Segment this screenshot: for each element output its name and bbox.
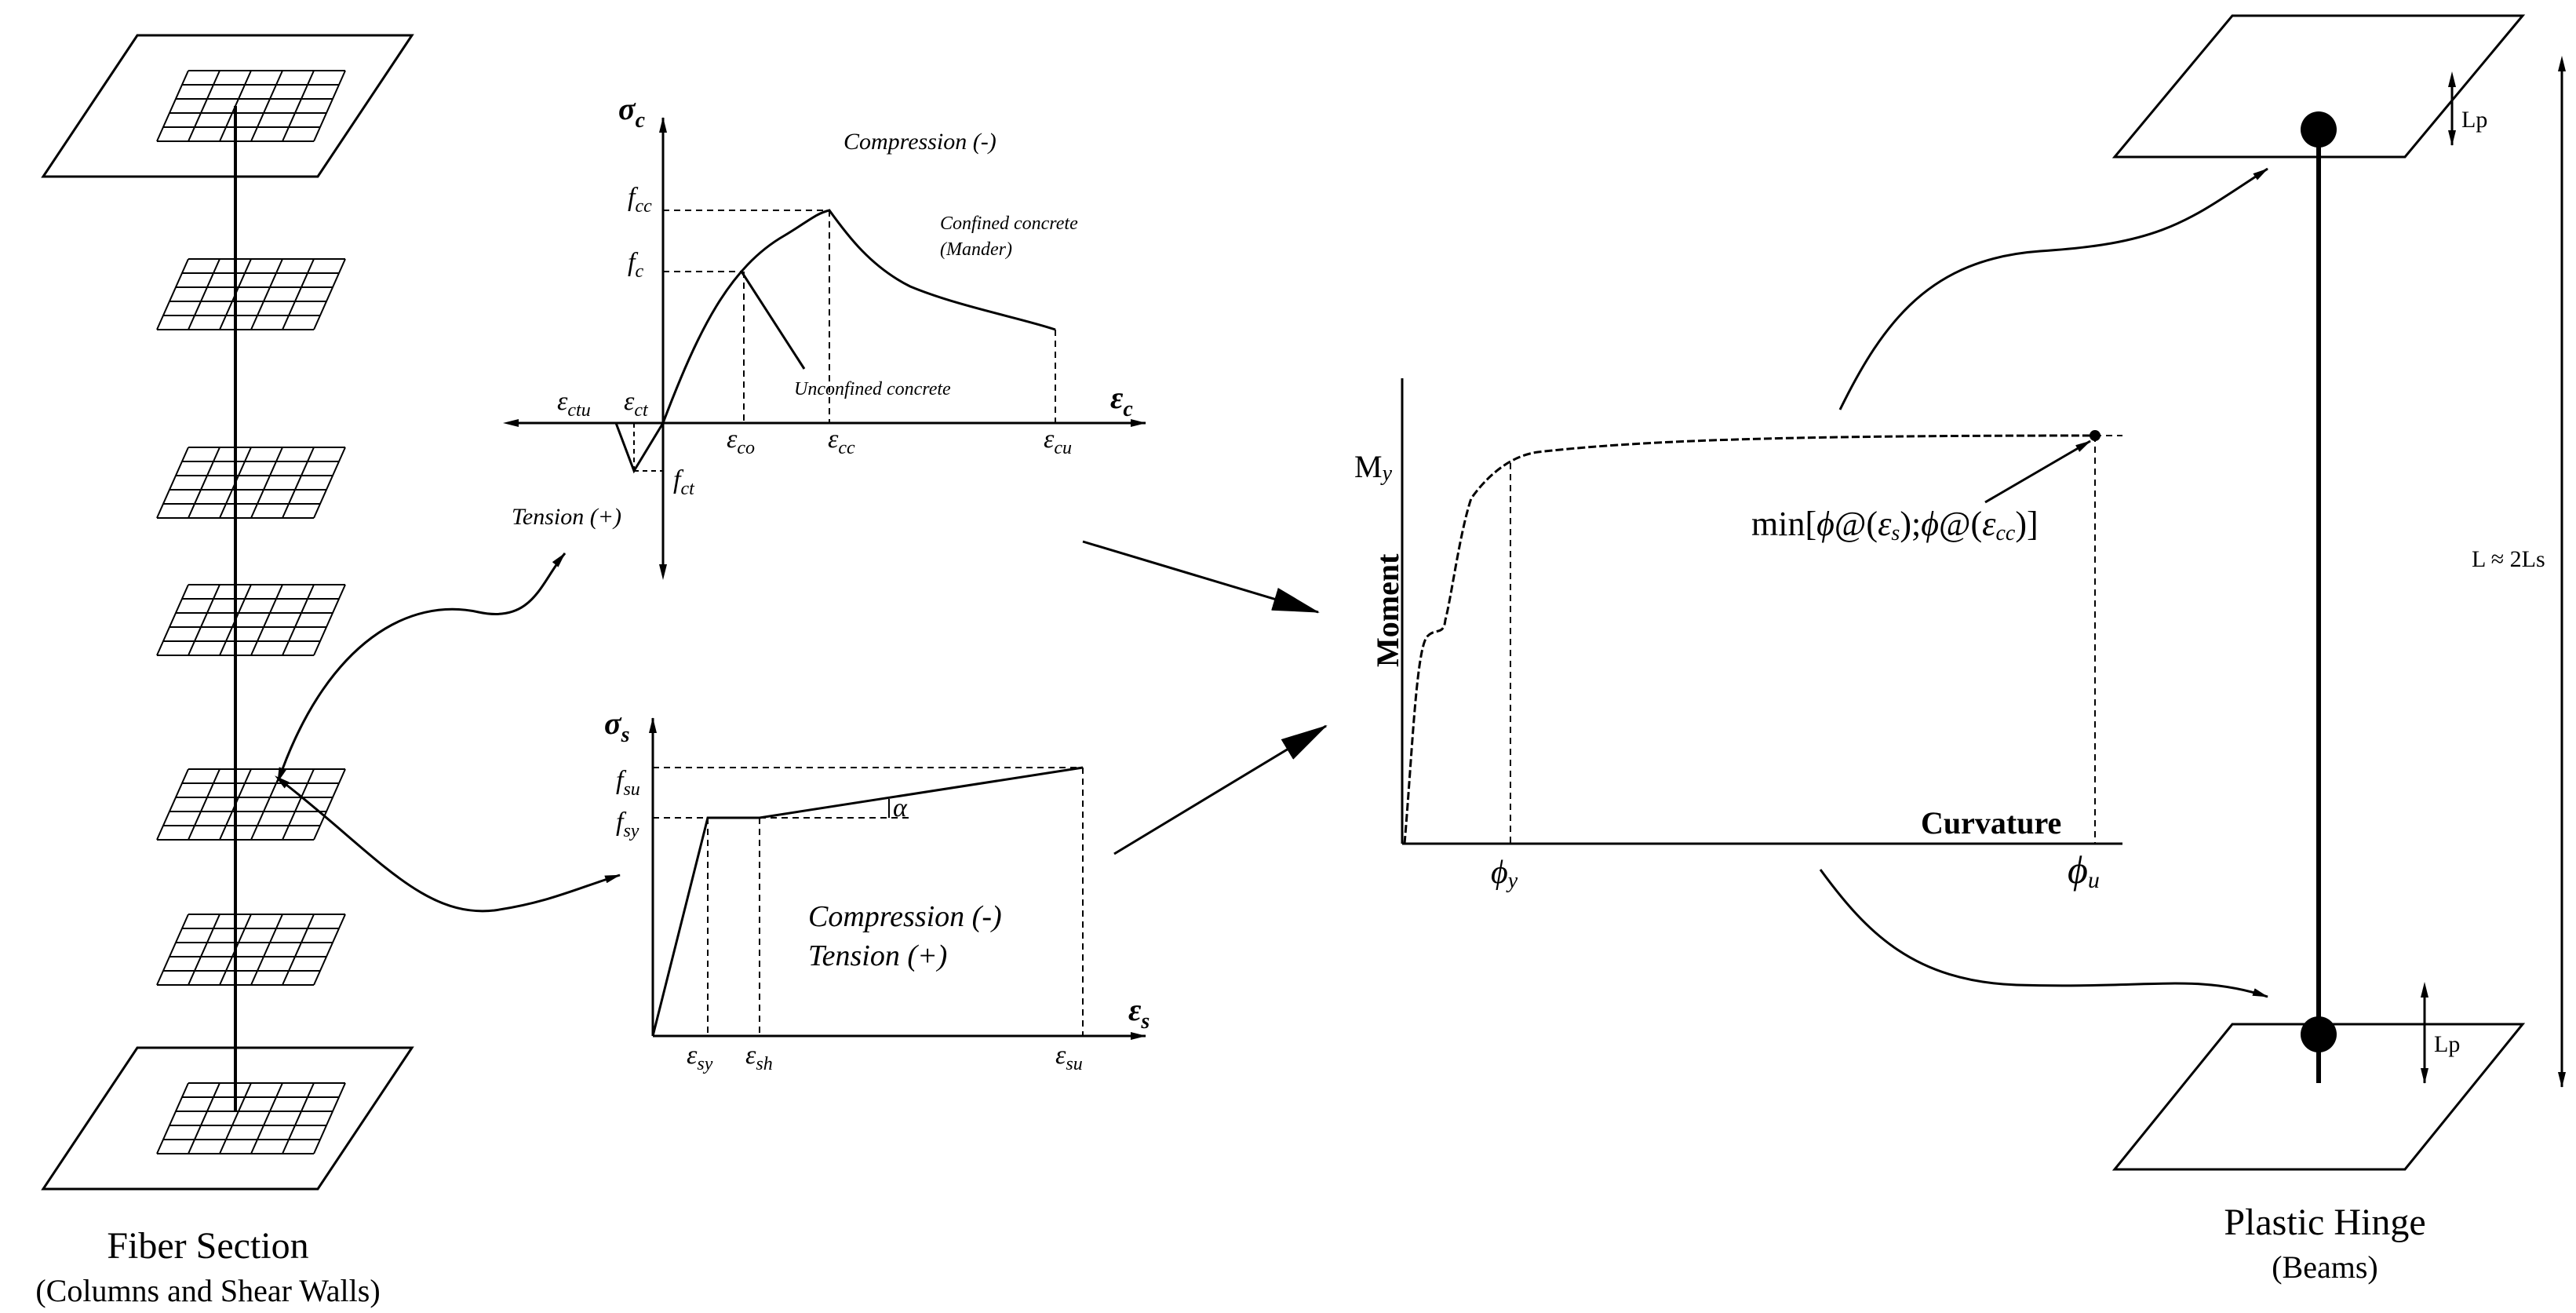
steel-alpha-label: α (893, 793, 908, 822)
mc-ultimate-point (2090, 430, 2101, 441)
fiber-grid-3 (156, 447, 346, 519)
hinge-title: Plastic Hinge (2224, 1202, 2425, 1243)
fiber-bottom-plate (41, 1046, 414, 1191)
fiber-grid-2 (156, 258, 346, 330)
concrete-confined-label-2: (Mander) (940, 239, 1012, 260)
concrete-fcc-label: fcc (628, 183, 652, 217)
mc-my-label: My (1354, 449, 1393, 486)
mc-x-label: Curvature (1921, 805, 2061, 841)
hinge-length-label: L ≈ 2Ls (2472, 546, 2545, 572)
concrete-unconfined-label: Unconfined concrete (794, 379, 951, 399)
steel-fsy-label: fsy (616, 808, 639, 841)
concrete-compression-label: Compression (-) (843, 129, 997, 155)
arrow-concrete-to-moment (1082, 540, 1320, 614)
mc-phiu-label: ϕu (2068, 848, 2100, 893)
fiber-grid-6 (156, 914, 346, 986)
concrete-unconfined-curve (740, 271, 806, 370)
steel-x-label: εs (1128, 992, 1150, 1034)
concrete-fct-label: fct (673, 465, 695, 499)
concrete-ectu-label: εctu (557, 387, 591, 421)
mc-y-label: Moment (1370, 553, 1405, 667)
fiber-grid-7 (156, 1082, 346, 1154)
steel-curve-group: σs εs fsu fsy α Compression (-) Tension … (604, 706, 1150, 1074)
concrete-fc-label: fc (628, 248, 643, 282)
concrete-ecc-label: εcc (828, 425, 855, 458)
steel-esy-label: εsy (687, 1041, 713, 1074)
hinge-subtitle: (Beams) (2272, 1249, 2378, 1285)
steel-esh-label: εsh (745, 1041, 773, 1074)
concrete-x-label: εc (1110, 380, 1133, 421)
mc-annotation-arrow (1984, 439, 2091, 504)
concrete-curve-group: σc εc Compression (-) Tension (+) Confin… (503, 91, 1146, 580)
connector-fiber-to-concrete (277, 553, 567, 783)
fiber-section: Fiber Section (Columns and Shear Walls) (35, 34, 414, 1308)
fiber-grids (41, 34, 414, 1191)
plastic-hinge: Lp Lp L ≈ 2Ls Plastic Hinge (Beams) (2111, 14, 2566, 1285)
concrete-ect-label: εct (624, 387, 649, 421)
connector-fiber-to-steel (275, 775, 621, 913)
concrete-y-label: σc (618, 91, 646, 133)
connector-mc-to-top-hinge (1838, 167, 2268, 410)
hinge-lp-top-label: Lp (2461, 107, 2487, 133)
steel-tension-label: Tension (+) (808, 939, 947, 972)
mc-annotation-label: min[ϕ@(εs);ϕ@(εcc)] (1751, 505, 2039, 545)
fiber-grid-5 (156, 768, 346, 841)
concrete-ecu-label: εcu (1044, 425, 1072, 458)
concrete-tension-curve (614, 422, 665, 474)
concrete-confined-label-1: Confined concrete (940, 213, 1078, 234)
hinge-top-plate (2111, 14, 2526, 159)
fiber-title: Fiber Section (107, 1225, 308, 1267)
concrete-tension-label: Tension (+) (512, 504, 621, 530)
arrow-steel-to-moment (1113, 724, 1328, 855)
concrete-eco-label: εco (727, 425, 755, 458)
hinge-lp-bottom-label: Lp (2434, 1031, 2460, 1057)
hinge-bottom-node (2301, 1016, 2337, 1052)
hinge-top-node (2301, 111, 2337, 148)
fiber-grid-4 (156, 584, 346, 656)
steel-y-label: σs (604, 706, 630, 747)
steel-fsu-label: fsu (616, 766, 640, 800)
steel-esu-label: εsu (1055, 1041, 1083, 1074)
steel-compression-label: Compression (-) (808, 900, 1002, 933)
mc-curve (1403, 434, 2096, 844)
fiber-top-plate (41, 34, 414, 178)
steel-stress-strain-curve (651, 766, 1084, 1037)
moment-curvature-group: Moment Curvature My ϕy ϕu min[ϕ@(εs);ϕ@(… (1354, 378, 2122, 893)
mc-phiy-label: ϕy (1491, 855, 1518, 893)
fiber-subtitle: (Columns and Shear Walls) (35, 1273, 380, 1308)
connector-mc-to-bottom-hinge (1819, 869, 2268, 998)
